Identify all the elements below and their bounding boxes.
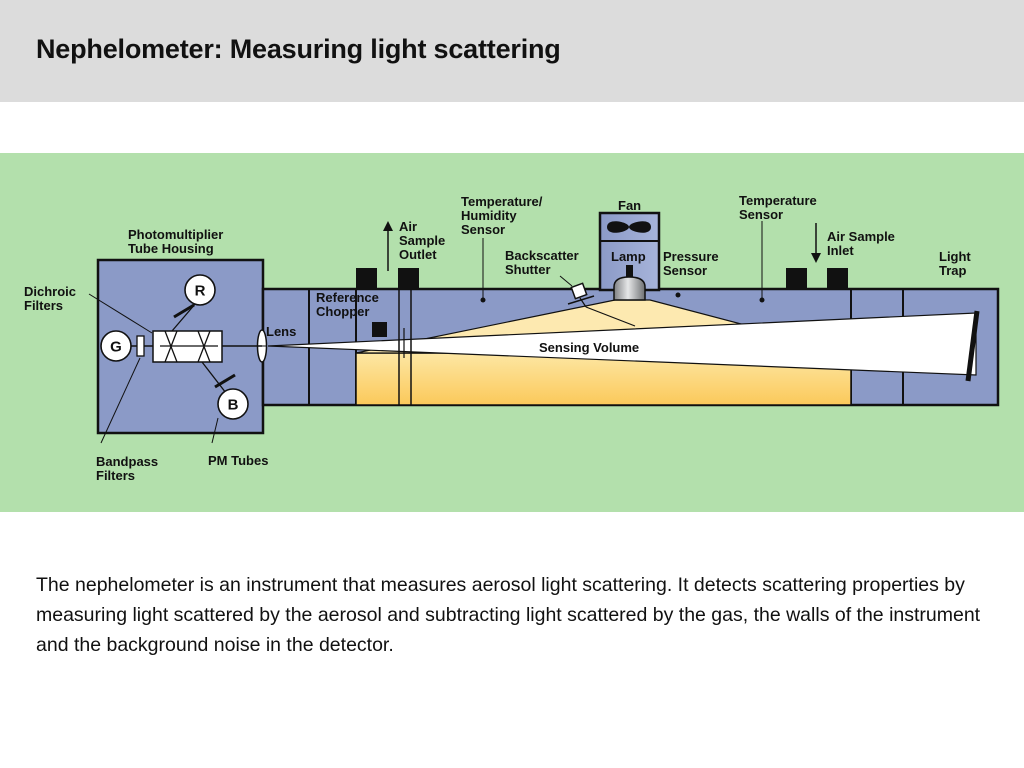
label-sensing-volume: Sensing Volume (539, 340, 639, 355)
description-text: The nephelometer is an instrument that m… (36, 574, 981, 656)
label-pm-tubes: PM Tubes (208, 453, 268, 468)
label-air-sample-outlet: Air Sample Outlet (399, 219, 449, 262)
bandpass-filter (136, 335, 145, 357)
label-air-sample-inlet: Air Sample Inlet (827, 229, 899, 258)
label-lens: Lens (266, 324, 296, 339)
label-backscatter-shutter: Backscatter Shutter (505, 248, 582, 277)
page-title: Nephelometer: Measuring light scattering (36, 34, 561, 64)
label-lamp: Lamp (611, 249, 646, 264)
outlet-arrow-icon (383, 221, 393, 271)
fan-icon (607, 221, 651, 233)
light-trap (965, 310, 980, 382)
title-bar: Nephelometer: Measuring light scattering (0, 0, 1024, 102)
pm-tube-b-label: B (228, 397, 239, 414)
pressure-sensor-dot (675, 292, 681, 298)
reference-chopper (372, 322, 387, 337)
label-dichroic-filters: Dichroic Filters (24, 284, 80, 313)
pm-tube-g-label: G (110, 339, 122, 356)
label-light-trap: Light Trap (939, 249, 974, 278)
pm-tube-g (100, 330, 132, 362)
lamp (613, 276, 646, 301)
pm-tube-r (184, 274, 216, 306)
pm-tube-r-label: R (195, 283, 206, 300)
pm-tube-b (217, 388, 249, 420)
inlet-arrow-icon (811, 223, 821, 263)
label-pmt-housing: Photomultiplier Tube Housing (128, 227, 227, 256)
nephelometer-diagram: R G B (0, 153, 1024, 512)
label-reference-chopper: Reference Chopper (316, 290, 383, 319)
label-pressure-sensor: Pressure Sensor (663, 249, 722, 278)
label-temp-humidity-sensor: Temperature/ Humidity Sensor (461, 194, 546, 237)
diagram-svg: R G B (24, 193, 1000, 483)
label-bandpass-filters: Bandpass Filters (96, 454, 162, 483)
label-fan: Fan (618, 198, 641, 213)
backscatter-shutter (570, 282, 588, 300)
light-beam (267, 312, 977, 376)
label-temperature-sensor: Temperature Sensor (739, 193, 820, 222)
